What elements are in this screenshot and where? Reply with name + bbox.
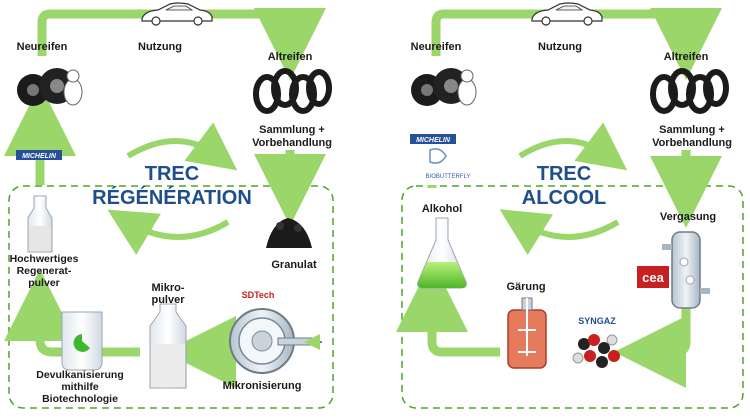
right-michelin-logo: MICHELIN bbox=[410, 134, 456, 144]
micronizer-icon bbox=[229, 308, 322, 374]
biobutterfly-logo-text: BIOBUTTERFLY bbox=[426, 174, 471, 180]
michelin-logo: MICHELIN bbox=[16, 150, 62, 160]
right-title-line2: ALCOOL bbox=[522, 187, 606, 209]
right-label-alcohol: Alkohol bbox=[422, 203, 462, 215]
left-car-icon bbox=[141, 2, 213, 26]
left-label-new-tires: Neureifen bbox=[17, 41, 68, 53]
biobutterfly-logo: BIOBUTTERFLY bbox=[426, 148, 471, 180]
left-label-regen-3: pulver bbox=[28, 277, 60, 289]
right-car-icon bbox=[531, 2, 603, 26]
right-michelin-logo-text: MICHELIN bbox=[416, 137, 451, 144]
right-title-line1: TREC bbox=[537, 163, 591, 185]
left-label-micronization: Mikronisierung bbox=[223, 380, 302, 392]
right-old-tires-icon bbox=[650, 68, 729, 114]
granulate-icon bbox=[266, 218, 312, 248]
right-label-old-tires: Altreifen bbox=[664, 51, 709, 63]
right-flow-bottom-right bbox=[614, 300, 691, 388]
right-cycle: TREC ALCOOL Neureifen Nutzung Altreifen … bbox=[396, 2, 744, 409]
right-flow-bottom-left bbox=[396, 260, 500, 357]
michelin-logo-text: MICHELIN bbox=[22, 153, 57, 160]
right-label-syngas: SYNGAZ bbox=[578, 316, 616, 326]
sdtech-logo: SDTech bbox=[242, 290, 275, 300]
sdtech-logo-text: SDTech bbox=[242, 290, 275, 300]
left-label-old-tires: Altreifen bbox=[268, 51, 313, 63]
alcohol-flask-icon bbox=[417, 217, 467, 289]
left-cycle-arrow-top bbox=[126, 122, 238, 171]
right-process-box bbox=[401, 185, 744, 409]
fermenter-icon bbox=[507, 297, 547, 369]
cea-logo-text: cea bbox=[642, 270, 664, 285]
left-label-collection-1: Sammlung + bbox=[259, 124, 325, 136]
left-label-micro-powder-2: pulver bbox=[151, 294, 185, 306]
right-cycle-arrow-bottom bbox=[499, 209, 620, 256]
left-label-granulate: Granulat bbox=[271, 259, 317, 271]
micro-powder-bottle-icon bbox=[149, 303, 187, 389]
right-label-fermentation: Gärung bbox=[506, 281, 545, 293]
right-label-collection-1: Sammlung + bbox=[659, 124, 725, 136]
left-label-devulc-3: Biotechnologie bbox=[42, 393, 118, 405]
left-title-line2: RÉGÉNÉRATION bbox=[92, 186, 252, 209]
right-label-gasification: Vergasung bbox=[660, 211, 716, 223]
left-title-line1: TREC bbox=[145, 163, 199, 185]
right-new-tires-icon bbox=[411, 68, 477, 106]
left-label-collection-2: Vorbehandlung bbox=[252, 137, 332, 149]
right-cycle-arrow-top bbox=[518, 122, 628, 171]
left-label-devulc-2: mithilfe bbox=[61, 381, 98, 393]
right-label-collection-2: Vorbehandlung bbox=[652, 137, 732, 149]
new-tires-icon bbox=[17, 68, 83, 106]
left-cycle-arrow-bottom bbox=[107, 209, 230, 255]
left-label-regen-2: Regenerat- bbox=[17, 265, 72, 277]
left-label-regen-1: Hochwertiges bbox=[10, 253, 79, 265]
syngas-molecules-icon bbox=[572, 334, 620, 368]
gasifier-icon bbox=[662, 231, 710, 309]
left-label-devulc-1: Devulkanisierung bbox=[36, 369, 124, 381]
left-label-usage: Nutzung bbox=[138, 41, 182, 53]
left-flow-bottom-left bbox=[4, 269, 140, 357]
cea-logo: cea bbox=[637, 266, 669, 288]
right-label-usage: Nutzung bbox=[538, 41, 582, 53]
old-tires-icon bbox=[253, 68, 332, 114]
right-label-new-tires: Neureifen bbox=[411, 41, 462, 53]
devulc-jar-icon bbox=[61, 311, 103, 371]
left-label-micro-powder-1: Mikro- bbox=[152, 282, 185, 294]
left-cycle: TREC RÉGÉNÉRATION Neureifen Nutzung Altr… bbox=[4, 2, 334, 409]
regenerate-bottle-icon bbox=[27, 195, 53, 253]
